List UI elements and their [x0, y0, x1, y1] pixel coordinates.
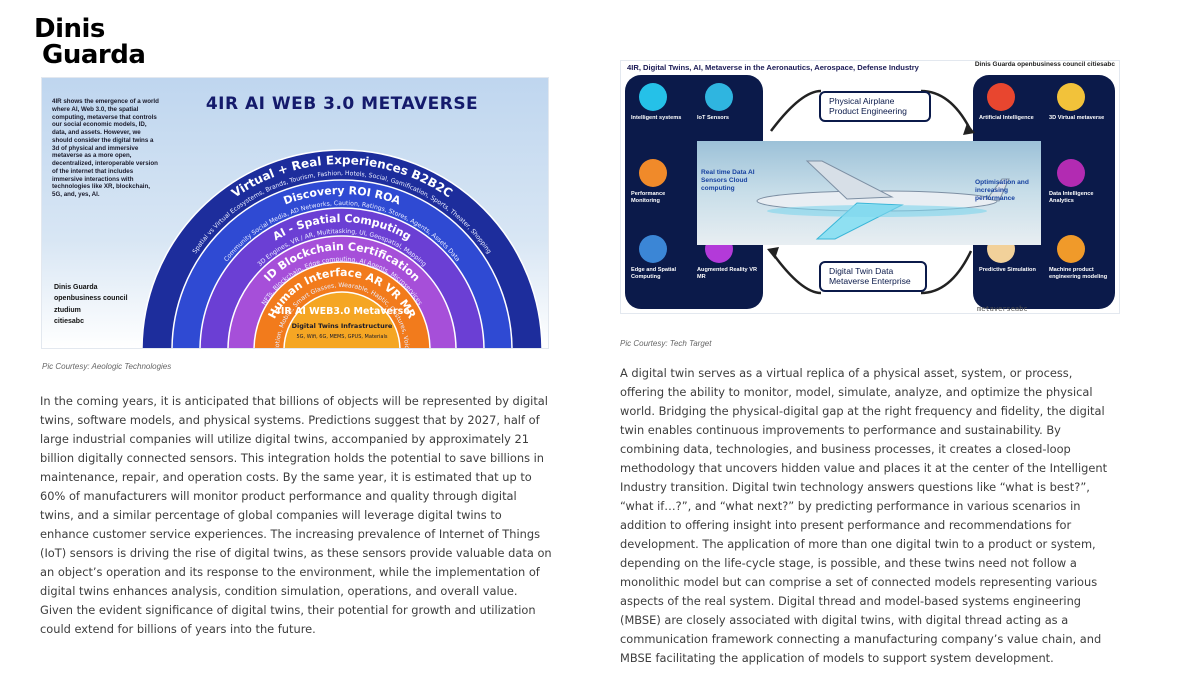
cell-3d-virtual-metaverse: 3D Virtual metaverse	[1049, 83, 1111, 153]
core-sublabel: Digital Twins Infrastructure	[292, 322, 393, 330]
cell-iot-sensors: IoT Sensors	[697, 83, 759, 153]
brain-icon	[987, 83, 1015, 111]
arc-rainbow-graphic: Virtual + Real Experiences B2B2CSpatial …	[42, 78, 543, 348]
logo-line-2: Guarda	[42, 40, 146, 70]
logo-line-1: Dinis	[34, 14, 105, 44]
left-body-paragraph: In the coming years, it is anticipated t…	[40, 394, 552, 636]
cell-edge-spatial-computing: Edge and Spatial Computing	[631, 235, 693, 305]
cell-machine-product-engineering: Machine product engineering modeling	[1049, 235, 1111, 305]
core-label: 4IR AI WEB3.0 Metaverse	[274, 306, 410, 317]
chip-icon	[639, 83, 667, 111]
cloud-icon	[639, 235, 667, 263]
left-image-caption: Pic Courtesy: Aeologic Technologies	[42, 362, 172, 371]
right-infographic-logos: Dinis Guarda openbusiness council cities…	[974, 61, 1115, 68]
mini-logo-citiesabc: citiesabc	[54, 318, 84, 326]
dinis-guarda-logo: Dinis Guarda	[34, 14, 146, 70]
cell-performance-monitoring: Performance Monitoring	[631, 159, 693, 229]
cell-artificial-intelligence: Artificial Intelligence	[979, 83, 1041, 153]
aerospace-digital-twin-infographic: 4IR, Digital Twins, AI, Metaverse in the…	[620, 60, 1120, 314]
infographic-title: 4IR AI WEB 3.0 METAVERSE	[205, 94, 479, 114]
cycle-arrows	[767, 89, 975, 295]
robot-arm-icon	[1057, 235, 1085, 263]
mini-logo-ztudium: ztudium	[54, 306, 81, 314]
bar-chart-icon	[1057, 159, 1085, 187]
core-small-text: 5G, Wifi, 6G, MEMS, GPUS, Materials	[297, 334, 388, 340]
cube-icon	[1057, 83, 1085, 111]
sensor-icon	[705, 83, 733, 111]
optimisation-label: Optimisation and increasing performance	[975, 179, 1029, 202]
right-body-paragraph: A digital twin serves as a virtual repli…	[620, 366, 1108, 665]
cell-intelligent-systems: Intelligent systems	[631, 83, 693, 153]
cell-data-intelligence: Data Intelligence Analytics	[1049, 159, 1111, 229]
right-technology-panel: Artificial Intelligence 3D Virtual metav…	[973, 75, 1115, 309]
mini-logo-openbusiness: openbusiness council	[54, 295, 128, 303]
realtime-data-label: Real time Data AI Sensors Cloud computin…	[701, 169, 755, 192]
right-image-caption: Pic Courtesy: Tech Target	[620, 339, 712, 348]
right-infographic-title: 4IR, Digital Twins, AI, Metaverse in the…	[627, 63, 919, 72]
airplane-digital-twin-image: Real time Data AI Sensors Cloud computin…	[697, 141, 1041, 245]
airplane-icon	[756, 160, 1010, 240]
infographic-logos: Dinis Guarda openbusiness council ztudiu…	[54, 284, 128, 330]
physical-airplane-box: Physical Airplane Product Engineering	[819, 91, 931, 122]
infographic-side-text: 4IR shows the emergence of a world where…	[52, 98, 159, 198]
arc-band-5	[283, 291, 401, 348]
digital-twin-box: Digital Twin Data Metaverse Enterprise	[819, 261, 927, 292]
mini-logo-dinis-guarda: Dinis Guarda	[54, 284, 98, 291]
monitor-icon	[639, 159, 667, 187]
metaverseabc-tag: metaverseabc	[977, 305, 1028, 313]
